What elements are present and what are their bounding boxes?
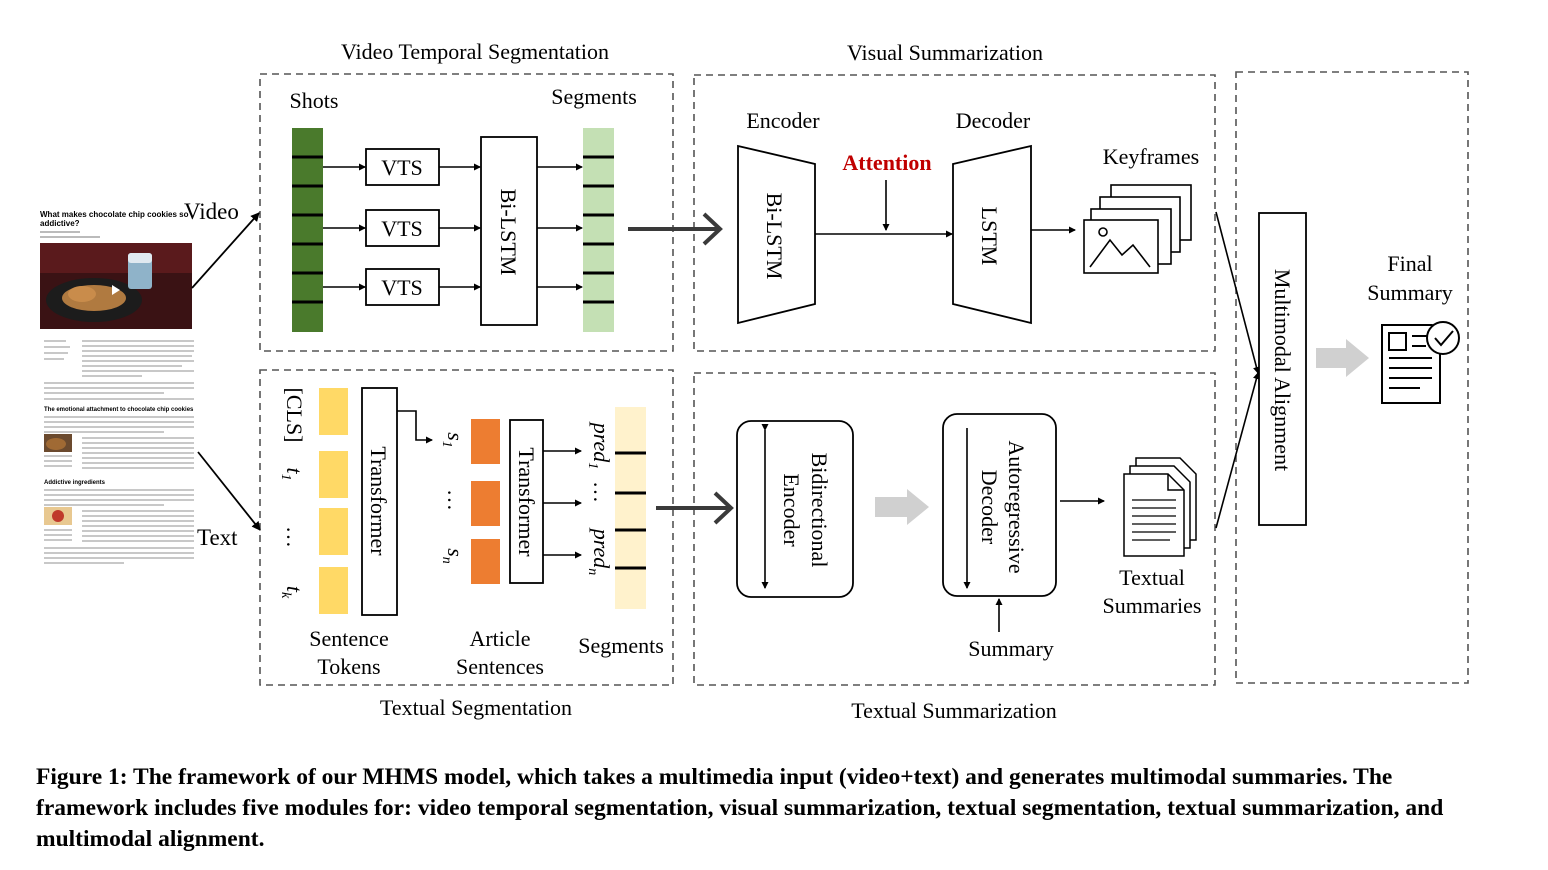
- pred-segments-bar: [615, 407, 646, 609]
- encoder-label: Encoder: [746, 108, 820, 133]
- sentence-s1: [471, 419, 500, 464]
- article-sentences-label-1: Article: [469, 626, 530, 651]
- article-heading-2: Addictive ingredients: [44, 480, 106, 486]
- shots-label: Shots: [290, 88, 339, 113]
- bidir-label-1: Bidirectional: [807, 453, 832, 568]
- tsum-module-title: Textual Summarization: [851, 698, 1057, 723]
- sn-label: sn: [439, 548, 468, 564]
- vts-box-3-label: VTS: [381, 275, 423, 300]
- keyframes-label: Keyframes: [1103, 144, 1200, 169]
- sentence-dots: [471, 481, 500, 526]
- cls-label: [CLS]: [282, 388, 307, 443]
- encoder-bilstm-label: Bi-LSTM: [762, 193, 787, 280]
- token-t1: [319, 451, 348, 498]
- decoder-label: Decoder: [956, 108, 1031, 133]
- text-input-label: Text: [197, 525, 238, 550]
- final-summary-label-2: Summary: [1367, 280, 1453, 305]
- sentence-tokens-label-2: Tokens: [317, 654, 380, 679]
- ts-module-title: Textual Segmentation: [380, 695, 572, 720]
- vts-box-1: [365, 148, 440, 186]
- vs-module-title: Visual Summarization: [847, 40, 1043, 65]
- decoder-trapezoid: [952, 144, 1032, 325]
- vts-module-title: Video Temporal Segmentation: [341, 39, 609, 64]
- preds-dots-label: …: [589, 481, 614, 503]
- tk-label: tk: [278, 586, 307, 599]
- vts-box-1-label: VTS: [381, 155, 423, 180]
- s1-label: s1: [439, 432, 468, 448]
- article-heading-1: The emotional attachment to chocolate ch…: [44, 407, 194, 413]
- transformer-box-1: [361, 387, 398, 616]
- keyframes-to-alignment-arrow: [1215, 211, 1260, 374]
- textual-summaries-icon: [1123, 457, 1197, 557]
- autoreg-label-1: Autoregressive: [1004, 440, 1029, 573]
- caption-label: Figure 1:: [36, 764, 128, 790]
- vts-bilstm-label: Bi-LSTM: [496, 189, 521, 276]
- figure-caption: Figure 1: The framework of our MHMS mode…: [36, 762, 1506, 855]
- article-title-line2: addictive?: [40, 219, 80, 228]
- transformer-to-s1-arrow: [397, 410, 433, 444]
- bidir-label-2: Encoder: [779, 473, 804, 547]
- sentence-sn: [471, 539, 500, 584]
- gray-arrow-final: [1316, 339, 1369, 377]
- input-article-thumbnail: What makes chocolate chip cookies so add…: [40, 210, 194, 564]
- keyframes-icon: [1083, 184, 1192, 274]
- encoder-trapezoid: [737, 144, 816, 325]
- tsum-module-box: [693, 372, 1216, 686]
- predn-label: predn: [585, 527, 614, 576]
- gray-arrow-enc-dec: [875, 489, 929, 525]
- token-dots: [319, 508, 348, 555]
- video-input-arrow: [191, 212, 260, 289]
- vts-box-2-label: VTS: [381, 216, 423, 241]
- t1-label: t1: [278, 467, 307, 480]
- final-summary-document-icon: [1381, 321, 1460, 404]
- autoregressive-decoder-box: [942, 413, 1057, 597]
- article-sentences-label-2: Sentences: [456, 654, 544, 679]
- attention-label: Attention: [842, 150, 931, 175]
- vts-to-vs-arrow: [628, 212, 723, 246]
- framework-diagram: Video Temporal Segmentation Visual Summa…: [40, 39, 1469, 723]
- text-input-arrow: [197, 451, 261, 531]
- vts-module-box: [259, 73, 674, 352]
- sentences-dots-label: …: [443, 489, 468, 511]
- alignment-module-box: [1235, 71, 1469, 684]
- ts-to-tsum-arrow: [656, 491, 734, 525]
- token-cls: [319, 388, 348, 435]
- ts-segments-label: Segments: [578, 633, 664, 658]
- final-summary-label-1: Final: [1387, 251, 1432, 276]
- vts-box-2: [365, 209, 440, 247]
- alignment-label: Multimodal Alignment: [1270, 269, 1295, 471]
- shots-bar: [292, 128, 323, 332]
- caption-text: The framework of our MHMS model, which t…: [36, 764, 1444, 852]
- textual-summaries-label-2: Summaries: [1103, 593, 1202, 618]
- token-tk: [319, 567, 348, 614]
- transformer-box-2: [509, 419, 544, 584]
- article-title: What makes chocolate chip cookies so: [40, 210, 189, 219]
- tokens-dots-label: …: [282, 526, 307, 548]
- sentence-tokens-label-1: Sentence: [309, 626, 388, 651]
- vs-module-box: [693, 74, 1216, 352]
- vts-segments-label: Segments: [551, 84, 637, 109]
- vts-bilstm-box: [480, 136, 538, 326]
- summaries-to-alignment-arrow: [1215, 372, 1260, 529]
- pred1-label: pred1: [585, 421, 614, 470]
- decoder-lstm-label: LSTM: [977, 207, 1002, 266]
- alignment-box: [1258, 212, 1307, 526]
- transformer-label-1: Transformer: [366, 446, 391, 556]
- video-input-label: Video: [184, 199, 239, 224]
- summary-label: Summary: [968, 636, 1054, 661]
- autoreg-label-2: Decoder: [977, 470, 1002, 545]
- transformer-label-2: Transformer: [514, 447, 539, 557]
- textual-summaries-label-1: Textual: [1119, 565, 1185, 590]
- segments-bar: [583, 128, 614, 332]
